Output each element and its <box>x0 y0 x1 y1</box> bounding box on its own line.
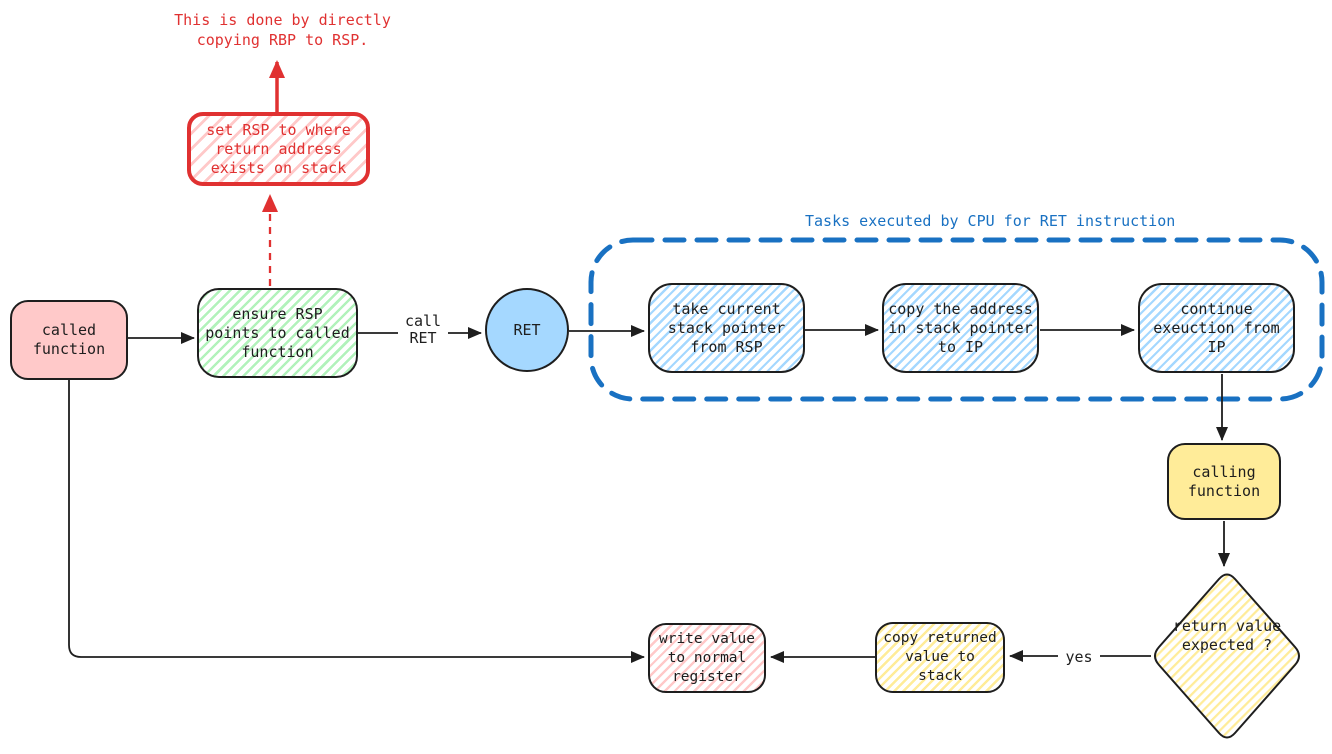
cpu-tasks-group-title: Tasks executed by CPU for RET instructio… <box>805 212 1176 230</box>
node-copy-returned-value: copy returned value to stack <box>875 622 1005 693</box>
node-write-value-register: write value to normal register <box>648 623 766 693</box>
edge-label-yes: yes <box>1058 648 1100 667</box>
node-called-function: called function <box>10 300 128 380</box>
node-return-value-decision-label: return value expected ? <box>1172 617 1282 654</box>
node-take-current-stack-pointer: take current stack pointer from RSP <box>648 283 805 373</box>
arrow-called-to-write <box>68 380 645 663</box>
node-continue-execution: continue exeuction from IP <box>1138 283 1295 373</box>
node-calling-function: calling function <box>1167 443 1281 520</box>
cpu-tasks-group-border <box>588 237 1325 402</box>
node-ensure-rsp: ensure RSP points to called function <box>197 288 358 378</box>
node-set-rsp: set RSP to where return address exists o… <box>187 112 370 186</box>
edge-label-call-ret: call RET <box>398 312 448 348</box>
node-ret: RET <box>485 288 569 372</box>
node-copy-address-to-ip: copy the address in stack pointer to IP <box>882 283 1039 373</box>
decision-diamond-shape <box>1154 573 1300 739</box>
annotation-rbp-rsp: This is done by directly copying RBP to … <box>174 11 391 49</box>
